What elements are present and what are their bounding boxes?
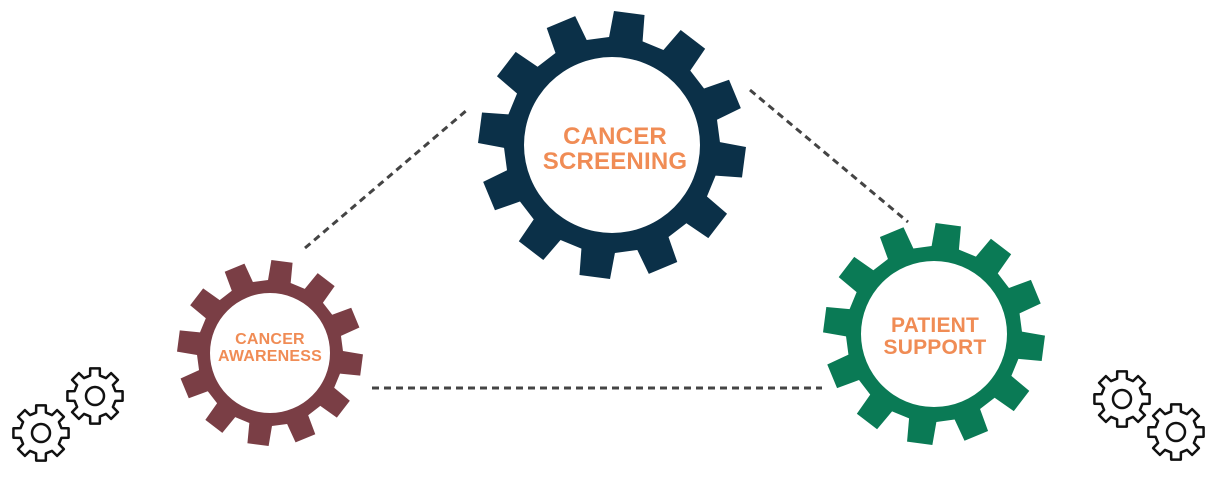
cancer-awareness-line2: AWARENESS bbox=[217, 347, 323, 365]
small-gear-hole bbox=[84, 385, 106, 407]
left-gears-cluster bbox=[12, 367, 124, 462]
cancer-screening-label: CANCER SCREENING bbox=[520, 123, 710, 176]
small-gear-hole bbox=[1165, 421, 1187, 443]
cancer-screening-line2: SCREENING bbox=[542, 148, 688, 176]
cancer-screening-line1: CANCER bbox=[563, 123, 667, 150]
small-gear-hole bbox=[30, 422, 52, 444]
connector-screening-support bbox=[749, 88, 909, 224]
patient-support-label: PATIENT SUPPORT bbox=[855, 314, 1015, 360]
patient-support-gear-icon bbox=[823, 223, 1045, 445]
patient-support-line2: SUPPORT bbox=[883, 336, 987, 360]
small-gear-icon bbox=[1147, 403, 1205, 461]
cancer-awareness-label: CANCER AWARENESS bbox=[200, 331, 340, 366]
small-gear-icon bbox=[12, 404, 70, 462]
right-gears-cluster bbox=[1093, 370, 1205, 461]
small-gear-icon bbox=[66, 367, 124, 425]
connector-awareness-screening bbox=[304, 108, 468, 250]
cancer-awareness-line1: CANCER bbox=[235, 331, 305, 348]
small-gear-icon bbox=[1093, 370, 1151, 428]
small-gear-hole bbox=[1111, 388, 1133, 410]
cancer-screening-gear-icon bbox=[478, 11, 746, 279]
cancer-awareness-gear-icon bbox=[177, 260, 363, 446]
patient-support-line1: PATIENT bbox=[890, 314, 980, 337]
